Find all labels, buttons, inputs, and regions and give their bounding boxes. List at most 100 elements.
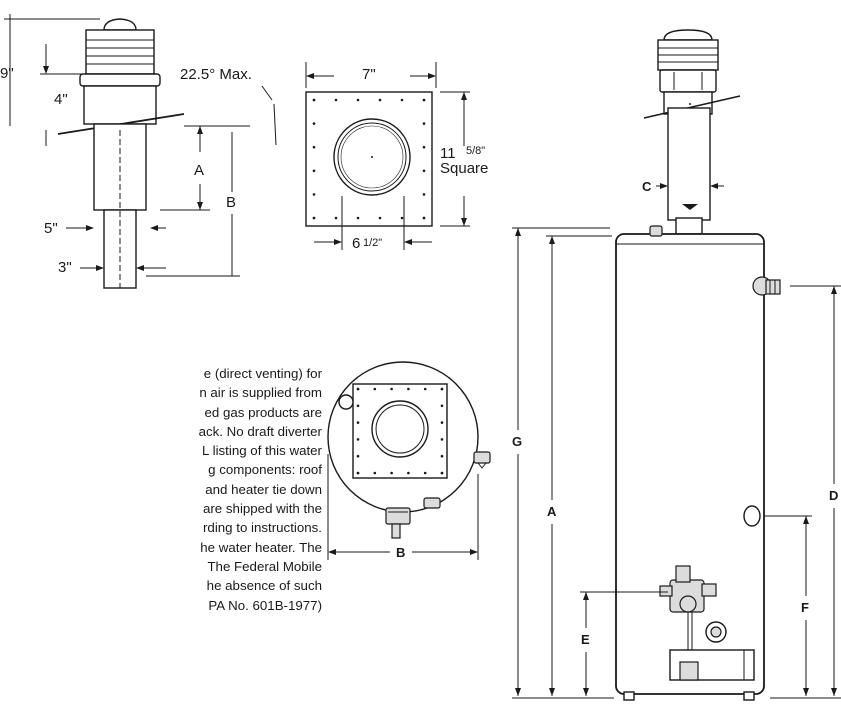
bolt-hole <box>440 387 444 391</box>
bolt-hole <box>423 471 427 475</box>
dim-g-label: G <box>512 434 522 449</box>
angle-label: 22.5° Max. <box>180 66 252 83</box>
description-line: PA No. 601B-1977) <box>208 597 322 613</box>
bolt-hole <box>422 98 426 102</box>
vent-sleeve <box>83 85 157 125</box>
tank-foot-right <box>743 691 755 701</box>
dim-3-label: 3" <box>58 259 72 276</box>
bolt-hole <box>312 98 316 102</box>
description-line: ack. No draft diverter <box>198 423 322 439</box>
heater-vent-dome <box>663 29 713 41</box>
bolt-hole <box>407 471 410 475</box>
tank-foot-left <box>623 691 635 701</box>
description-line: are shipped with the <box>202 501 322 517</box>
bolt-hole <box>312 193 316 196</box>
bolt-hole <box>356 387 360 391</box>
top-relief-valve <box>473 451 491 464</box>
description-line: and heater tie down <box>205 481 322 497</box>
heater-front-view: C G <box>512 29 841 701</box>
bolt-hole <box>423 387 427 391</box>
bolt-hole <box>356 438 360 441</box>
bolt-hole <box>356 471 360 475</box>
bolt-hole <box>390 471 393 475</box>
square-label: Square <box>440 160 488 177</box>
description-line: g components: roof <box>208 462 322 478</box>
dim-f-label: F <box>801 600 809 615</box>
bolt-hole <box>440 421 444 424</box>
top-tie-down <box>338 394 354 410</box>
bolt-hole <box>334 216 338 220</box>
dim-c-label: C <box>642 179 652 194</box>
bolt-hole <box>356 216 360 220</box>
description-line: ed gas products are <box>204 404 322 420</box>
bolt-hole <box>312 169 316 173</box>
bolt-hole <box>422 169 426 173</box>
bolt-hole <box>400 98 404 102</box>
vent-cap-louvres <box>85 29 155 75</box>
vent-side-view: 9" 4" 22.5° Max. A B 5" 3" <box>0 14 277 289</box>
bolt-hole <box>422 122 426 125</box>
dim-11-label: 11 <box>440 145 456 162</box>
side-port <box>743 505 761 527</box>
bolt-hole <box>356 98 360 102</box>
tank-body <box>615 233 765 695</box>
heater-vent-base <box>675 217 703 235</box>
bolt-hole <box>407 387 410 391</box>
bolt-hole <box>378 216 382 220</box>
side-dim-b-label: B <box>226 194 236 211</box>
heater-top-view: B <box>327 361 491 560</box>
dim-e-label: E <box>581 632 590 647</box>
bolt-hole <box>312 216 316 220</box>
bolt-hole <box>378 98 382 102</box>
bolt-hole <box>422 193 426 196</box>
mounting-plate-view: 7" 11 5/8" Square 6 1/2" <box>305 62 488 252</box>
dim-5-label: 5" <box>44 220 58 237</box>
bolt-hole <box>440 404 444 408</box>
dim-9-label: 9" <box>0 65 14 82</box>
bolt-hole <box>440 454 444 458</box>
dim-6-fraction: 1/2" <box>363 237 382 249</box>
description-line: he absence of such <box>206 578 322 594</box>
description-text: e (direct venting) for n air is supplied … <box>0 364 322 615</box>
bolt-hole <box>440 438 444 441</box>
bolt-hole <box>312 145 316 149</box>
heater-roof-line <box>643 95 741 119</box>
bolt-hole <box>356 404 360 408</box>
dim-11-fraction: 5/8" <box>466 145 485 157</box>
bolt-hole <box>373 387 377 391</box>
description-line: he water heater. The <box>200 539 322 555</box>
dim-6-label: 6 <box>352 235 360 252</box>
bolt-hole <box>422 145 426 149</box>
bolt-hole <box>356 454 360 458</box>
bolt-hole <box>356 421 360 424</box>
description-line: rding to instructions. <box>203 520 322 536</box>
bolt-hole <box>400 216 404 220</box>
description-line: L listing of this water <box>202 443 322 459</box>
heater-vent-collar <box>659 69 717 93</box>
bolt-hole <box>390 387 393 391</box>
top-drain-valve <box>423 497 441 509</box>
bolt-hole <box>422 216 426 220</box>
dim-a-label: A <box>547 504 557 519</box>
side-dim-a-label: A <box>194 162 204 179</box>
gas-control-valve <box>659 565 717 670</box>
dim-7-label: 7" <box>362 66 376 83</box>
tank-top-port <box>649 225 663 237</box>
bolt-hole <box>373 471 377 475</box>
plate-bolt-holes <box>312 98 426 220</box>
vent-collar <box>79 73 161 87</box>
top-gas-valve <box>385 507 411 525</box>
description-line: e (direct venting) for <box>203 366 322 381</box>
bolt-hole <box>440 471 444 475</box>
vent-cap-dome <box>103 18 137 31</box>
top-dim-b-label: B <box>396 545 405 560</box>
top-vent-opening <box>371 400 429 458</box>
dim-d-label: D <box>829 488 838 503</box>
top-bolt-holes <box>356 387 444 475</box>
description-line: n air is supplied from <box>199 385 322 401</box>
heater-vent-pipe <box>667 107 711 221</box>
dim-4-label: 4" <box>54 91 68 108</box>
description-line: The Federal Mobile <box>207 558 322 574</box>
bolt-hole <box>312 122 316 125</box>
